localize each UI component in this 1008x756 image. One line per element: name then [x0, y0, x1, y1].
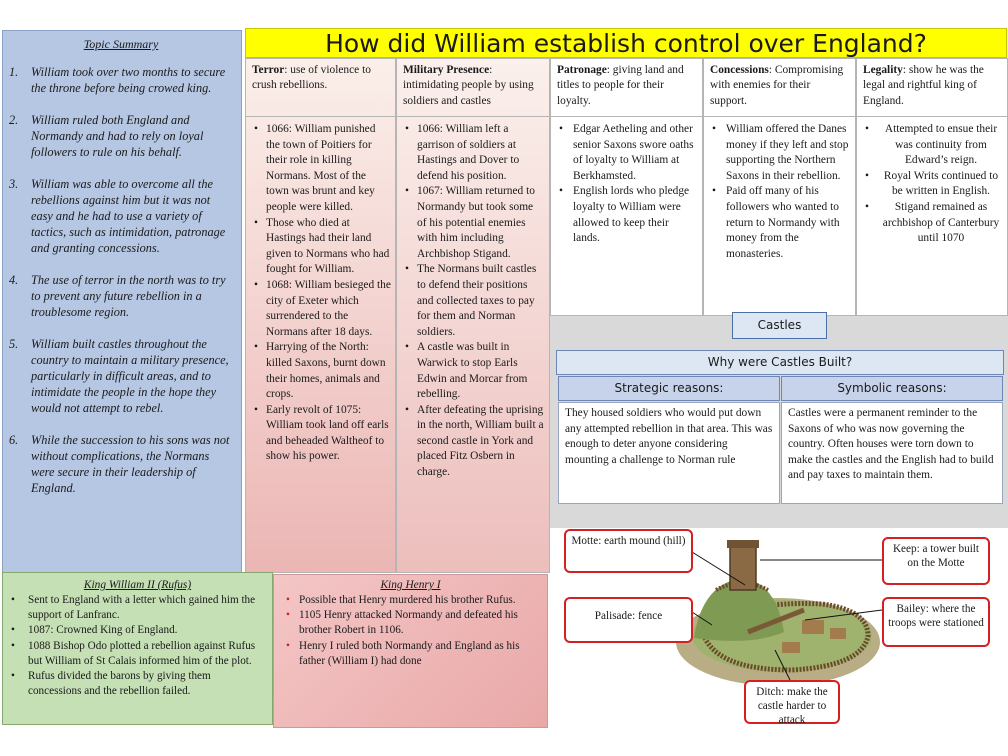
summary-item: 6. While the succession to his sons was n… [9, 432, 233, 496]
topic-summary-heading: Topic Summary [83, 37, 159, 51]
legality-heading: Legality: show he was the legal and righ… [857, 59, 1007, 117]
concessions-bullet: Paid off many of his followers who wante… [708, 184, 851, 262]
summary-item: 1. William took over two months to secure… [9, 64, 233, 96]
motte-callout: Motte: earth mound (hill) [564, 529, 693, 573]
page-title: How did William establish control over E… [325, 29, 927, 58]
legality-bullet: Attempted to ensue their was continuity … [861, 122, 1003, 169]
military-bullet: 1067: William returned to Normandy but t… [401, 184, 545, 262]
concessions-term: Concessions [710, 64, 769, 76]
legality-term: Legality [863, 64, 903, 76]
rufus-bullet: Sent to England with a letter which gain… [11, 593, 264, 623]
bailey-building [782, 642, 800, 653]
patronage-heading: Patronage: giving land and titles to peo… [551, 59, 702, 117]
patronage-list: Edgar Aetheling and other senior Saxons … [551, 117, 702, 247]
rufus-list: Sent to England with a letter which gain… [11, 593, 264, 699]
strategic-reasons-text: They housed soldiers who would put down … [558, 402, 780, 504]
concessions-list: William offered the Danes money if they … [704, 117, 855, 262]
patronage-column: Patronage: giving land and titles to peo… [550, 58, 703, 316]
why-castles-heading: Why were Castles Built? [556, 350, 1004, 375]
henry-bullet: Henry I ruled both Normandy and England … [282, 639, 539, 669]
patronage-term: Patronage [557, 64, 607, 76]
patronage-bullet: English lords who pledge loyalty to Will… [555, 184, 698, 246]
terror-list: 1066: William punished the town of Poiti… [246, 117, 395, 465]
motte-bridge [747, 607, 805, 635]
henry-bullet: 1105 Henry attacked Normandy and defeate… [282, 608, 539, 638]
terror-definition: : use of violence to crush rebellions. [252, 64, 371, 92]
military-bullet: After defeating the uprising in the nort… [401, 403, 545, 481]
terror-heading: Terror: use of violence to crush rebelli… [246, 59, 395, 117]
terror-bullet: Harrying of the North: killed Saxons, bu… [250, 340, 391, 402]
summary-item: 3. William was able to overcome all the r… [9, 176, 233, 256]
summary-item-number: 6. [9, 433, 19, 447]
henry-heading: King Henry I [380, 579, 441, 591]
terror-bullet: 1066: William punished the town of Poiti… [250, 122, 391, 216]
palisade-fence [699, 601, 871, 673]
summary-item-text: William ruled both England and Normandy … [31, 113, 204, 159]
page-title-banner: How did William establish control over E… [245, 28, 1007, 58]
motte-and-bailey-illustration [676, 540, 880, 686]
symbolic-reasons-heading: Symbolic reasons: [781, 376, 1003, 401]
military-presence-column: Military Presence: intimidating people b… [396, 58, 550, 573]
military-list: 1066: William left a garrison of soldier… [397, 117, 549, 481]
summary-item-number: 3. [9, 177, 19, 191]
military-bullet: A castle was built in Warwick to stop Ea… [401, 340, 545, 402]
terror-bullet: Those who died at Hastings had their lan… [250, 216, 391, 278]
henry-bullet: Possible that Henry murdered his brother… [282, 593, 539, 608]
legality-column: Legality: show he was the legal and righ… [856, 58, 1008, 316]
summary-item-number: 4. [9, 273, 19, 287]
keep-battlements [727, 540, 759, 548]
summary-item-number: 2. [9, 113, 19, 127]
rufus-bullet: 1088 Bishop Odo plotted a rebellion agai… [11, 639, 264, 669]
bailey-building [830, 628, 846, 639]
bailey-callout: Bailey: where the troops were stationed [882, 597, 990, 647]
summary-item: 2. William ruled both England and Normand… [9, 112, 233, 160]
summary-item-text: William built castles throughout the cou… [31, 337, 229, 415]
strategic-reasons-heading: Strategic reasons: [558, 376, 780, 401]
summary-item-text: The use of terror in the north was to tr… [31, 273, 226, 319]
summary-item-text: William was able to overcome all the reb… [31, 177, 226, 255]
terror-bullet: 1068: William besieged the city of Exete… [250, 278, 391, 340]
castles-label: Castles [732, 312, 827, 339]
military-bullet: 1066: William left a garrison of soldier… [401, 122, 545, 184]
legality-bullet: Stigand remained as archbishop of Canter… [861, 200, 1003, 247]
concessions-definition: : Compromising with enemies for their su… [710, 64, 844, 107]
topic-summary-list: 1. William took over two months to secure… [9, 64, 233, 496]
summary-item: 5. William built castles throughout the c… [9, 336, 233, 416]
summary-item-number: 1. [9, 65, 19, 79]
king-william-ii-panel: King William II (Rufus) Sent to England … [2, 572, 273, 725]
symbolic-reasons-text: Castles were a permanent reminder to the… [781, 402, 1003, 504]
terror-term: Terror [252, 64, 285, 76]
concessions-heading: Concessions: Compromising with enemies f… [704, 59, 855, 117]
military-term: Military Presence [403, 64, 490, 76]
henry-list: Possible that Henry murdered his brother… [282, 593, 539, 669]
summary-item: 4. The use of terror in the north was to … [9, 272, 233, 320]
keep-callout: Keep: a tower built on the Motte [882, 537, 990, 585]
king-henry-i-panel: King Henry I Possible that Henry murdere… [273, 574, 548, 728]
patronage-bullet: Edgar Aetheling and other senior Saxons … [555, 122, 698, 184]
summary-item-text: William took over two months to secure t… [31, 65, 226, 95]
summary-item-text: While the succession to his sons was not… [31, 433, 230, 495]
concessions-bullet: William offered the Danes money if they … [708, 122, 851, 184]
rufus-heading: King William II (Rufus) [83, 579, 192, 591]
legality-definition: : show he was the legal and rightful kin… [863, 64, 984, 107]
rufus-bullet: Rufus divided the barons by giving them … [11, 669, 264, 699]
rufus-bullet: 1087: Crowned King of England. [11, 623, 264, 638]
motte-palisade [715, 581, 769, 592]
patronage-definition: : giving land and titles to people for t… [557, 64, 684, 107]
ditch-callout: Ditch: make the castle harder to attack [744, 680, 840, 726]
legality-list: Attempted to ensue their was continuity … [857, 117, 1007, 247]
military-bullet: The Normans built castles to defend thei… [401, 262, 545, 340]
topic-summary-panel: Topic Summary 1. William took over two mo… [2, 30, 242, 578]
summary-item-number: 5. [9, 337, 19, 351]
military-heading: Military Presence: intimidating people b… [397, 59, 549, 117]
terror-bullet: Early revolt of 1075: William took land … [250, 403, 391, 465]
terror-column: Terror: use of violence to crush rebelli… [245, 58, 396, 573]
legality-bullet: Royal Writs continued to be written in E… [861, 169, 1003, 200]
military-definition: : intimidating people by using soldiers … [403, 64, 534, 107]
concessions-column: Concessions: Compromising with enemies f… [703, 58, 856, 316]
keep-tower [729, 545, 757, 591]
palisade-callout: Palisade: fence [564, 597, 693, 643]
bailey-hall [802, 620, 824, 634]
